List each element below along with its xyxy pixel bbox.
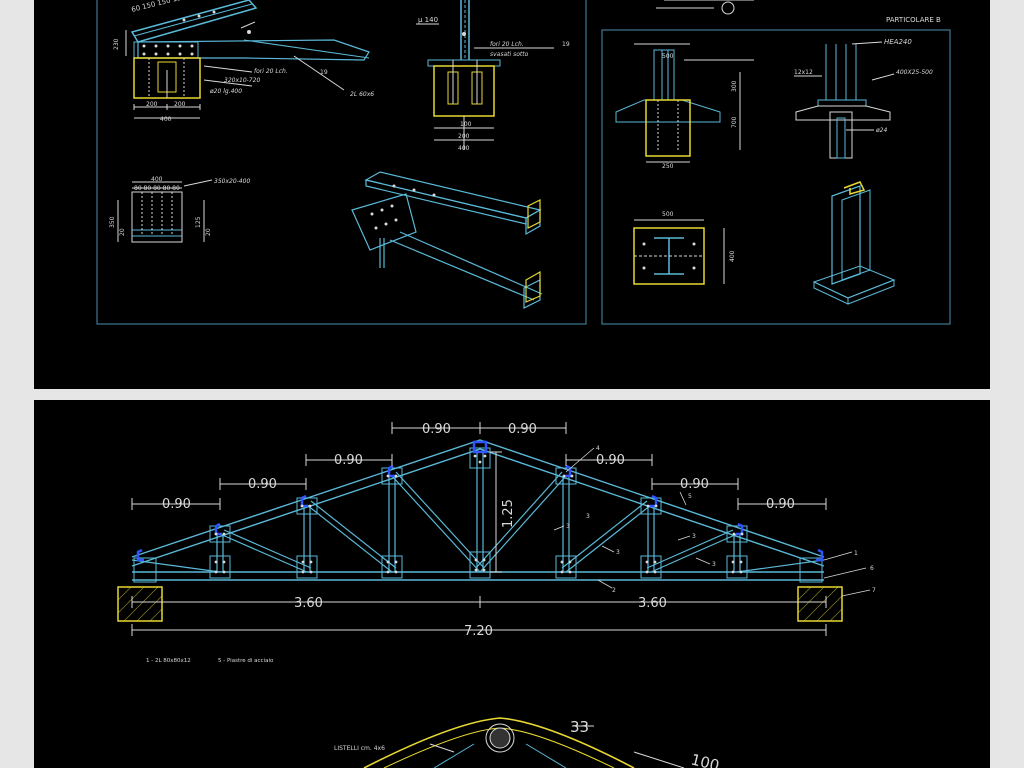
particolare-b-dim-700: 700: [731, 116, 738, 128]
ridge-listelli-label: LISTELLI cm. 4x6: [334, 745, 385, 752]
member-tag-3c: 3: [586, 513, 590, 520]
detail-c-left-dim-1: 350: [109, 216, 116, 228]
detail-b-member-number: 19: [562, 41, 570, 48]
truss-top-dimension-lines: [131, 422, 827, 573]
detail-b-plate-label: μ 140: [418, 16, 438, 24]
top-drawing-sheet: 60 150 150 150 230 fori 20 Lch. 320x10-7…: [34, 0, 990, 389]
detail-b-dim-200: 200: [458, 133, 470, 140]
detail-b-hole-note-1: fori 20 Lch.: [490, 41, 524, 48]
truss-half-span-left: 3.60: [294, 596, 323, 611]
particolare-b-dim-500: 500: [662, 53, 674, 60]
truss-bottom-dimension-lines: [131, 596, 827, 636]
member-tag-3b: 3: [616, 549, 620, 556]
truss-legend-2: 5 - Piastre di acciaio: [218, 658, 274, 664]
detail-a-plate-note-2: 320x10-720: [224, 77, 260, 84]
support-hatching: [117, 586, 843, 622]
detail-c-right-dim-1: 125: [195, 216, 202, 228]
member-tag-5: 5: [688, 493, 692, 500]
member-tag-2: 2: [612, 587, 616, 594]
detail-b-dim-400: 400: [458, 145, 470, 152]
detail-a-dim-400: 400: [160, 116, 172, 123]
truss-dim-top-1: 0.90: [422, 422, 451, 437]
member-tag-3a: 3: [566, 523, 570, 530]
particolare-b-plate-note: 400X25-500: [896, 69, 933, 76]
particolare-b-plan-dim-500: 500: [662, 211, 674, 218]
top-drawing-canvas: 60 150 150 150 230 fori 20 Lch. 320x10-7…: [96, 0, 951, 325]
bottom-drawing-sheet: 0.90 0.90 0.90 0.90 0.90 0.90 0.90 0.90 …: [34, 400, 990, 768]
particolare-b-isometric-column: [812, 181, 896, 305]
truss-bottom-chord: [132, 571, 824, 581]
detail-a-angle-note: 2L 60x6: [350, 91, 374, 98]
particolare-b-dim-300: 300: [731, 80, 738, 92]
truss-dim-top-8: 0.90: [766, 497, 795, 512]
truss-leader-lines: [553, 447, 871, 597]
truss-top-chord: [131, 439, 825, 567]
truss-dim-top-2: 0.90: [508, 422, 537, 437]
ridge-dim-33: 33: [570, 718, 589, 736]
particolare-b-dim-250: 250: [662, 163, 674, 170]
truss-gusset-plates: [133, 447, 823, 583]
detail-frame-left: [96, 0, 587, 325]
detail-a-member-number: 19: [320, 69, 328, 76]
particolare-b-plan: [633, 219, 725, 285]
detail-c-left-dim-2: 20: [119, 228, 126, 236]
detail-b-dim-100: 100: [460, 121, 472, 128]
truss-drawing-canvas: 0.90 0.90 0.90 0.90 0.90 0.90 0.90 0.90 …: [117, 422, 876, 768]
truss-height-dim: 1.25: [501, 499, 516, 528]
truss-half-span-right: 3.60: [638, 596, 667, 611]
detail-b-hole-note-2: svasati sotto: [490, 51, 529, 58]
member-tag-1: 1: [854, 550, 858, 557]
particolare-b-weld-note: 12x12: [794, 69, 813, 76]
detail-c-top-dim: 400: [151, 176, 163, 183]
detail-a-dim-200-a: 200: [146, 101, 158, 108]
right-support-pier: [797, 586, 843, 622]
truss-bolts: [214, 454, 744, 574]
particolare-b-plan-dim-400: 400: [729, 250, 736, 262]
ridge-detail: [363, 717, 685, 768]
particolare-b-anchor: ø24: [875, 127, 887, 134]
detail-d-end-section: [525, 270, 541, 303]
detail-c-right-dim-2: 20: [205, 228, 212, 236]
detail-a-pitch-dims: 60 150 150 150: [131, 0, 187, 14]
detail-a-left-height: 230: [113, 38, 120, 50]
detail-a-anchor-note: ø20 lg.400: [209, 88, 242, 95]
detail-c-plate-elevation: [117, 179, 213, 243]
member-tag-3d: 3: [692, 533, 696, 540]
detail-d-beam-end: [527, 199, 541, 229]
truss-web-members: [131, 449, 825, 573]
left-support-pier: [117, 586, 163, 622]
truss-total-span: 7.20: [464, 624, 493, 639]
truss-purlins: [136, 440, 824, 562]
detail-b-column-base: [416, 0, 554, 150]
member-tag-3e: 3: [712, 561, 716, 568]
detail-a-dim-200-b: 200: [174, 101, 186, 108]
truss-dim-top-4: 0.90: [596, 453, 625, 468]
detail-c-plate-note: 350x20-400: [214, 178, 250, 185]
member-tag-4: 4: [596, 445, 600, 452]
truss-dim-top-5: 0.90: [248, 477, 277, 492]
particolare-b-profile: HEA240: [884, 38, 912, 46]
detail-a-plate-note-1: fori 20 Lch.: [254, 68, 288, 75]
detail-c-sub-dims: 80 80 80 80 80: [134, 185, 180, 192]
detail-a-rafter-support: [125, 0, 370, 119]
detail-frame-right: [601, 29, 951, 325]
ridge-dim-100: 100: [689, 750, 721, 768]
detail-d-isometric-connection: [351, 171, 543, 309]
particolare-b-elevation: [615, 0, 754, 163]
particolare-b-section: [794, 41, 895, 159]
truss-legend-1: 1 - 2L 80x80x12: [146, 658, 191, 664]
truss-dim-top-6: 0.90: [680, 477, 709, 492]
member-tag-7: 7: [872, 587, 876, 594]
truss-dim-top-3: 0.90: [334, 453, 363, 468]
member-tag-6: 6: [870, 565, 874, 572]
truss-dim-top-7: 0.90: [162, 497, 191, 512]
particolare-b-title: PARTICOLARE B: [886, 16, 941, 24]
